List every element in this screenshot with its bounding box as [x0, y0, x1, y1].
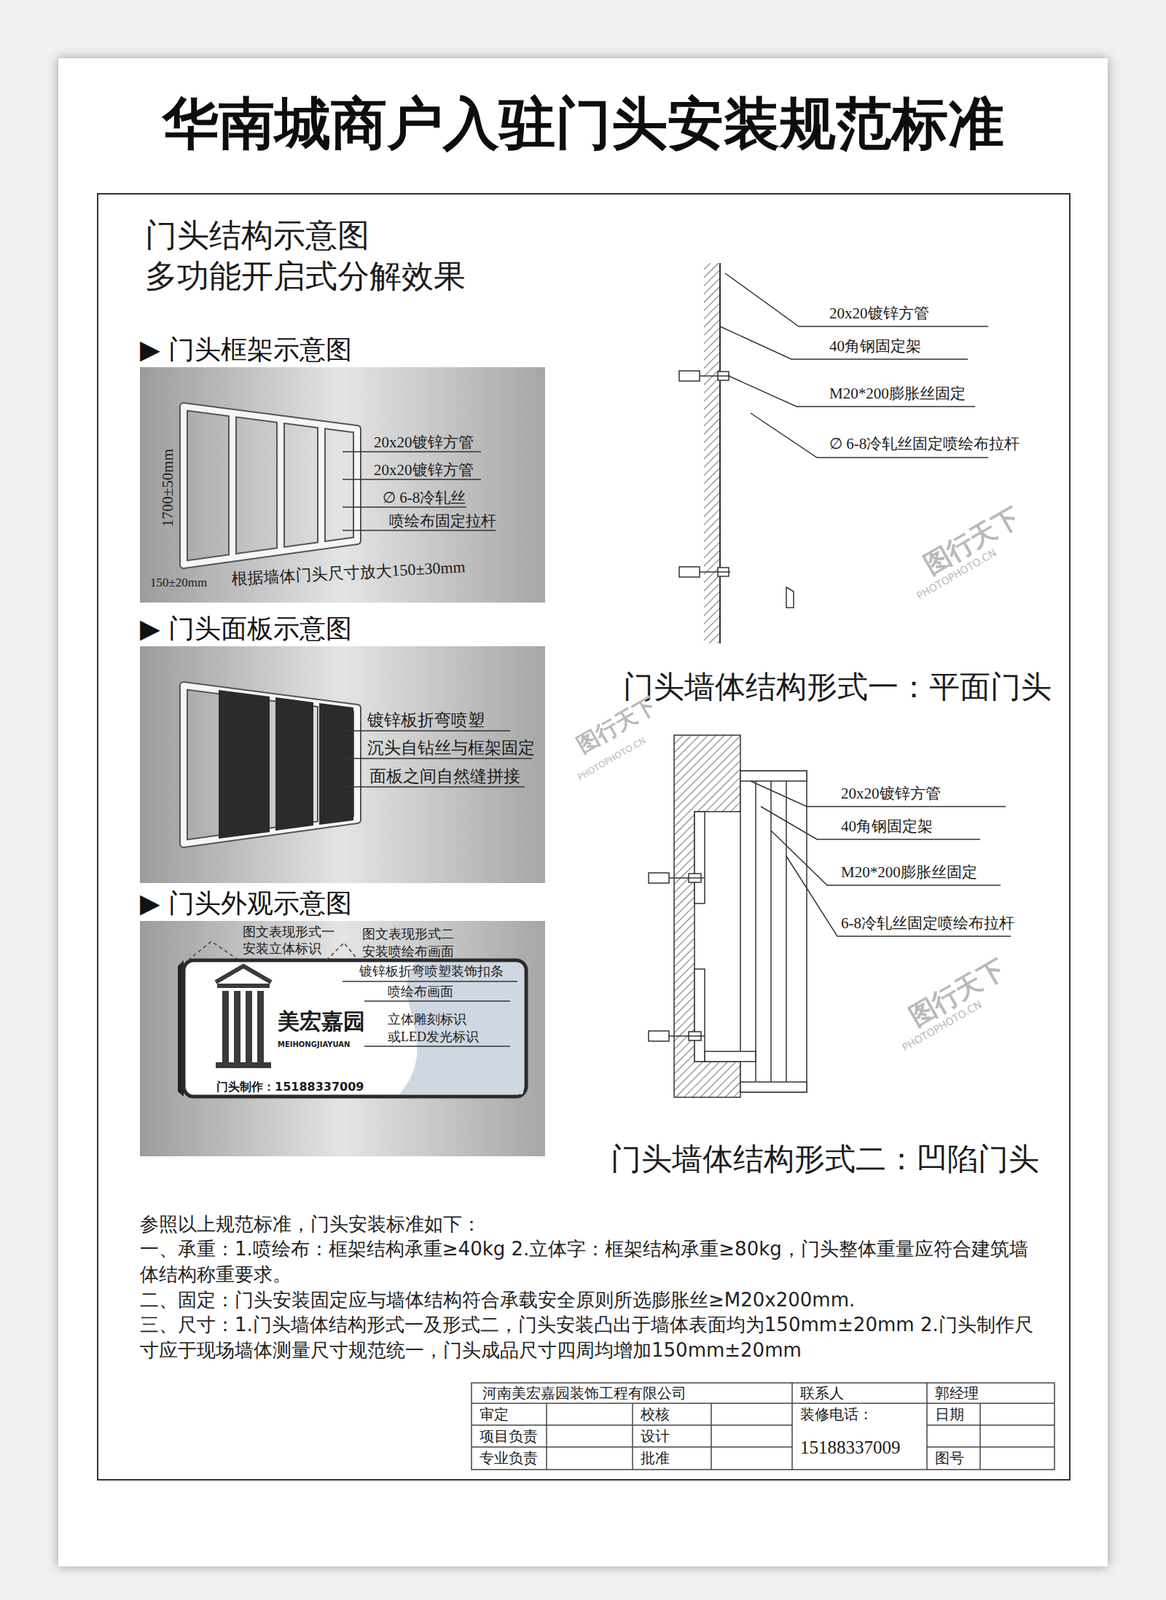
panel-heading: ▶ 门头框架示意图	[139, 333, 352, 366]
callout-label: 图号	[934, 1449, 965, 1467]
callout-label: 15188337009	[800, 1437, 901, 1459]
callout-label: 立体雕刻标识	[387, 1012, 467, 1029]
callout-label: ∅ 6-8冷轧丝	[382, 488, 466, 508]
callout-label: 喷绘布画面	[387, 984, 454, 1001]
callout-label: 40角钢固定架	[829, 337, 922, 356]
callout-label: 沉头自钻丝与框架固定	[367, 738, 535, 759]
callout-label: 装修电话：	[800, 1405, 874, 1424]
note-paragraph: 一、承重：1.喷绘布：框架结构承重≥40kg 2.立体字：框架结构承重≥80kg…	[139, 1236, 1044, 1288]
callout-label: 6-8冷轧丝固定喷绘布拉杆	[840, 914, 1015, 933]
note-paragraph: 三、尺寸：1.门头墙体结构形式一及形式二，门头安装凸出于墙体表面均为150mm±…	[139, 1312, 1044, 1364]
callout-label: 40角钢固定架	[840, 817, 933, 836]
callout-label: 多功能开启式分解效果	[145, 257, 466, 296]
callout-label: 批准	[640, 1449, 670, 1467]
callout-label: 图文表现形式二	[362, 926, 455, 944]
callout-label: 项目负责	[479, 1427, 538, 1446]
callout-label: M20*200膨胀丝固定	[840, 863, 978, 882]
illustration-panel: ▶ 门头外观示意图	[139, 921, 546, 1157]
callout-label: 校核	[640, 1405, 670, 1424]
callout-label: 20x20镀锌方管	[373, 461, 474, 480]
callout-label: 150±20mm	[150, 575, 207, 591]
callout-label: M20*200膨胀丝固定	[829, 384, 966, 403]
callout-label: MEIHONGJIAYUAN	[277, 1040, 350, 1050]
callout-label: 设计	[640, 1427, 670, 1446]
callout-label: 镀锌板折弯喷塑	[367, 710, 485, 731]
page-title: 华南城商户入驻门头安装规范标准	[58, 90, 1108, 158]
callout-label: 喷绘布固定拉杆	[389, 512, 497, 531]
callout-label: 联系人	[800, 1384, 844, 1403]
callout-label: 20x20镀锌方管	[829, 304, 930, 323]
callout-label: 面板之间自然缝拼接	[369, 766, 521, 788]
callout-label: 1700±50mm	[158, 448, 178, 527]
watermark-text: 图行天下	[572, 692, 661, 759]
callout-label: 根据墙体门头尺寸放大150±30mm	[231, 557, 466, 589]
panel-heading: ▶ 门头面板示意图	[139, 612, 352, 645]
callout-label: 河南美宏嘉园装饰工程有限公司	[482, 1384, 687, 1403]
callout-label: ∅ 6-8冷轧丝固定喷绘布拉杆	[829, 435, 1020, 454]
note-paragraph: 参照以上规范标准，门头安装标准如下：	[139, 1211, 1044, 1238]
callout-label: 门头制作：15188337009	[216, 1080, 364, 1094]
callout-label: 或LED发光标识	[387, 1029, 479, 1046]
panel-heading: ▶ 门头外观示意图	[139, 887, 352, 919]
note-paragraph: 二、固定：门头安装固定应与墙体结构符合承载安全原则所选膨胀丝≥M20x200mm…	[139, 1287, 1044, 1314]
callout-label: 安装喷绘布画面	[362, 944, 455, 961]
callout-label: 日期	[934, 1405, 965, 1424]
callout-label: 20x20镀锌方管	[373, 433, 474, 452]
illustration-panel: ▶ 门头面板示意图	[139, 646, 546, 884]
callout-label: 图文表现形式一	[242, 924, 335, 941]
callout-label: 安装立体标识	[242, 941, 322, 958]
callout-label: 门头结构示意图	[145, 216, 370, 256]
callout-label: 审定	[479, 1405, 509, 1424]
callout-label: 镀锌板折弯喷塑装饰扣条	[359, 964, 504, 981]
callout-label: 门头墙体结构形式一：平面门头	[623, 668, 1052, 706]
callout-label: 20x20镀锌方管	[840, 784, 941, 804]
callout-label: 门头墙体结构形式二：凹陷门头	[610, 1141, 1040, 1178]
callout-label: 美宏嘉园	[277, 1008, 366, 1035]
callout-label: 专业负责	[479, 1449, 538, 1467]
callout-label: 郭经理	[934, 1384, 979, 1403]
